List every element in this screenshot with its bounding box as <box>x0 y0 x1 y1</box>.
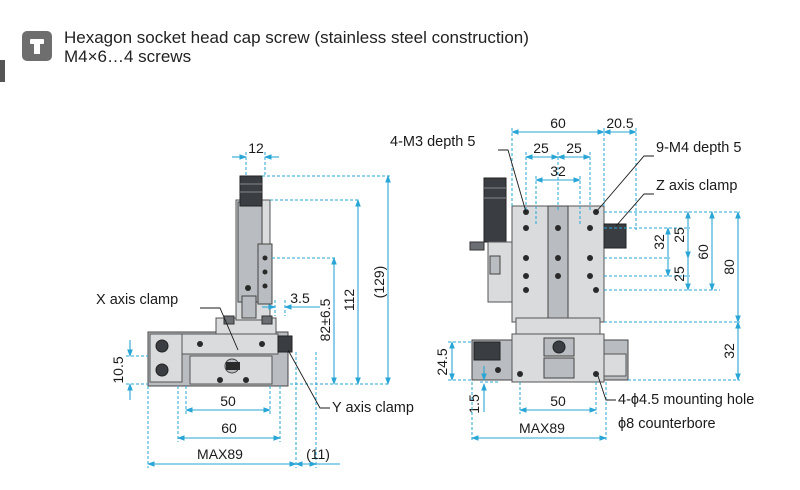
right-dim-80: 80 <box>721 259 737 275</box>
left-dim-11: (11) <box>306 446 330 462</box>
left-clamp-knob-icon <box>155 339 169 353</box>
right-dim-32-v: 32 <box>721 343 737 359</box>
left-dim-3-5: 3.5 <box>290 290 310 306</box>
right-dim-25-side2: 25 <box>671 266 687 282</box>
right-z-clamp-knob-icon <box>603 223 627 249</box>
right-dimensions: 60 20.5 25 25 32 32 25 25 60 80 <box>434 115 741 442</box>
left-dim-60: 60 <box>221 420 237 436</box>
label-counterbore: ϕ8 counterbore <box>618 416 716 432</box>
left-dimensions: 12 3.5 82±6.5 112 (129) 10.5 50 <box>110 140 391 468</box>
left-labels: X axis clamp Y axis clamp <box>96 292 414 416</box>
right-dim-50: 50 <box>550 393 566 409</box>
left-mount-slot <box>226 362 240 370</box>
right-view <box>469 177 629 383</box>
header-text: Hexagon socket head cap screw (stainless… <box>64 28 529 66</box>
right-x-micrometer-icon <box>473 341 501 361</box>
right-dim-60: 60 <box>550 115 566 131</box>
right-dim-25a: 25 <box>533 140 549 156</box>
right-labels: 4-M3 depth 5 9-M4 depth 5 Z axis clamp 4… <box>390 134 754 432</box>
left-dim-max89: MAX89 <box>197 446 243 462</box>
label-mounting-hole: 4-ϕ4.5 mounting hole <box>618 392 754 408</box>
label-y-axis-clamp: Y axis clamp <box>332 400 414 416</box>
header: Hexagon socket head cap screw (stainless… <box>22 28 529 66</box>
left-dim-112: 112 <box>341 289 357 312</box>
right-dim-25b: 25 <box>566 140 582 156</box>
right-dim-20-5: 20.5 <box>606 115 633 131</box>
right-dim-24-5: 24.5 <box>434 348 450 375</box>
left-dim-10-5: 10.5 <box>110 356 126 383</box>
right-dim-32: 32 <box>651 234 667 250</box>
left-y-clamp-knob-icon <box>277 335 293 353</box>
left-dim-82: 82±6.5 <box>317 298 333 341</box>
right-z-rail <box>547 205 569 323</box>
label-x-axis-clamp: X axis clamp <box>96 292 178 308</box>
label-z-axis-clamp: Z axis clamp <box>656 178 737 194</box>
header-line2: M4×6…4 screws <box>64 47 192 66</box>
right-dim-60-v: 60 <box>695 244 711 260</box>
label-m4-depth: 9-M4 depth 5 <box>656 140 741 156</box>
page-edge-mark <box>0 60 5 82</box>
left-view <box>147 175 293 387</box>
left-dim-12: 12 <box>248 140 264 156</box>
header-line1: Hexagon socket head cap screw (stainless… <box>64 28 529 47</box>
right-dim-max89: MAX89 <box>519 420 565 436</box>
right-dim-32-top: 32 <box>550 163 566 179</box>
left-clamp-knob2-icon <box>155 363 169 377</box>
left-z-micrometer-icon <box>239 175 263 207</box>
screw-icon <box>22 31 52 61</box>
right-dim-25-side: 25 <box>671 227 687 243</box>
left-dim-129: (129) <box>371 266 387 299</box>
right-clamp-knob-icon <box>552 340 566 354</box>
right-dim-1-5: 1.5 <box>466 394 482 414</box>
label-m3-depth: 4-M3 depth 5 <box>390 134 475 150</box>
left-dim-50: 50 <box>220 393 236 409</box>
